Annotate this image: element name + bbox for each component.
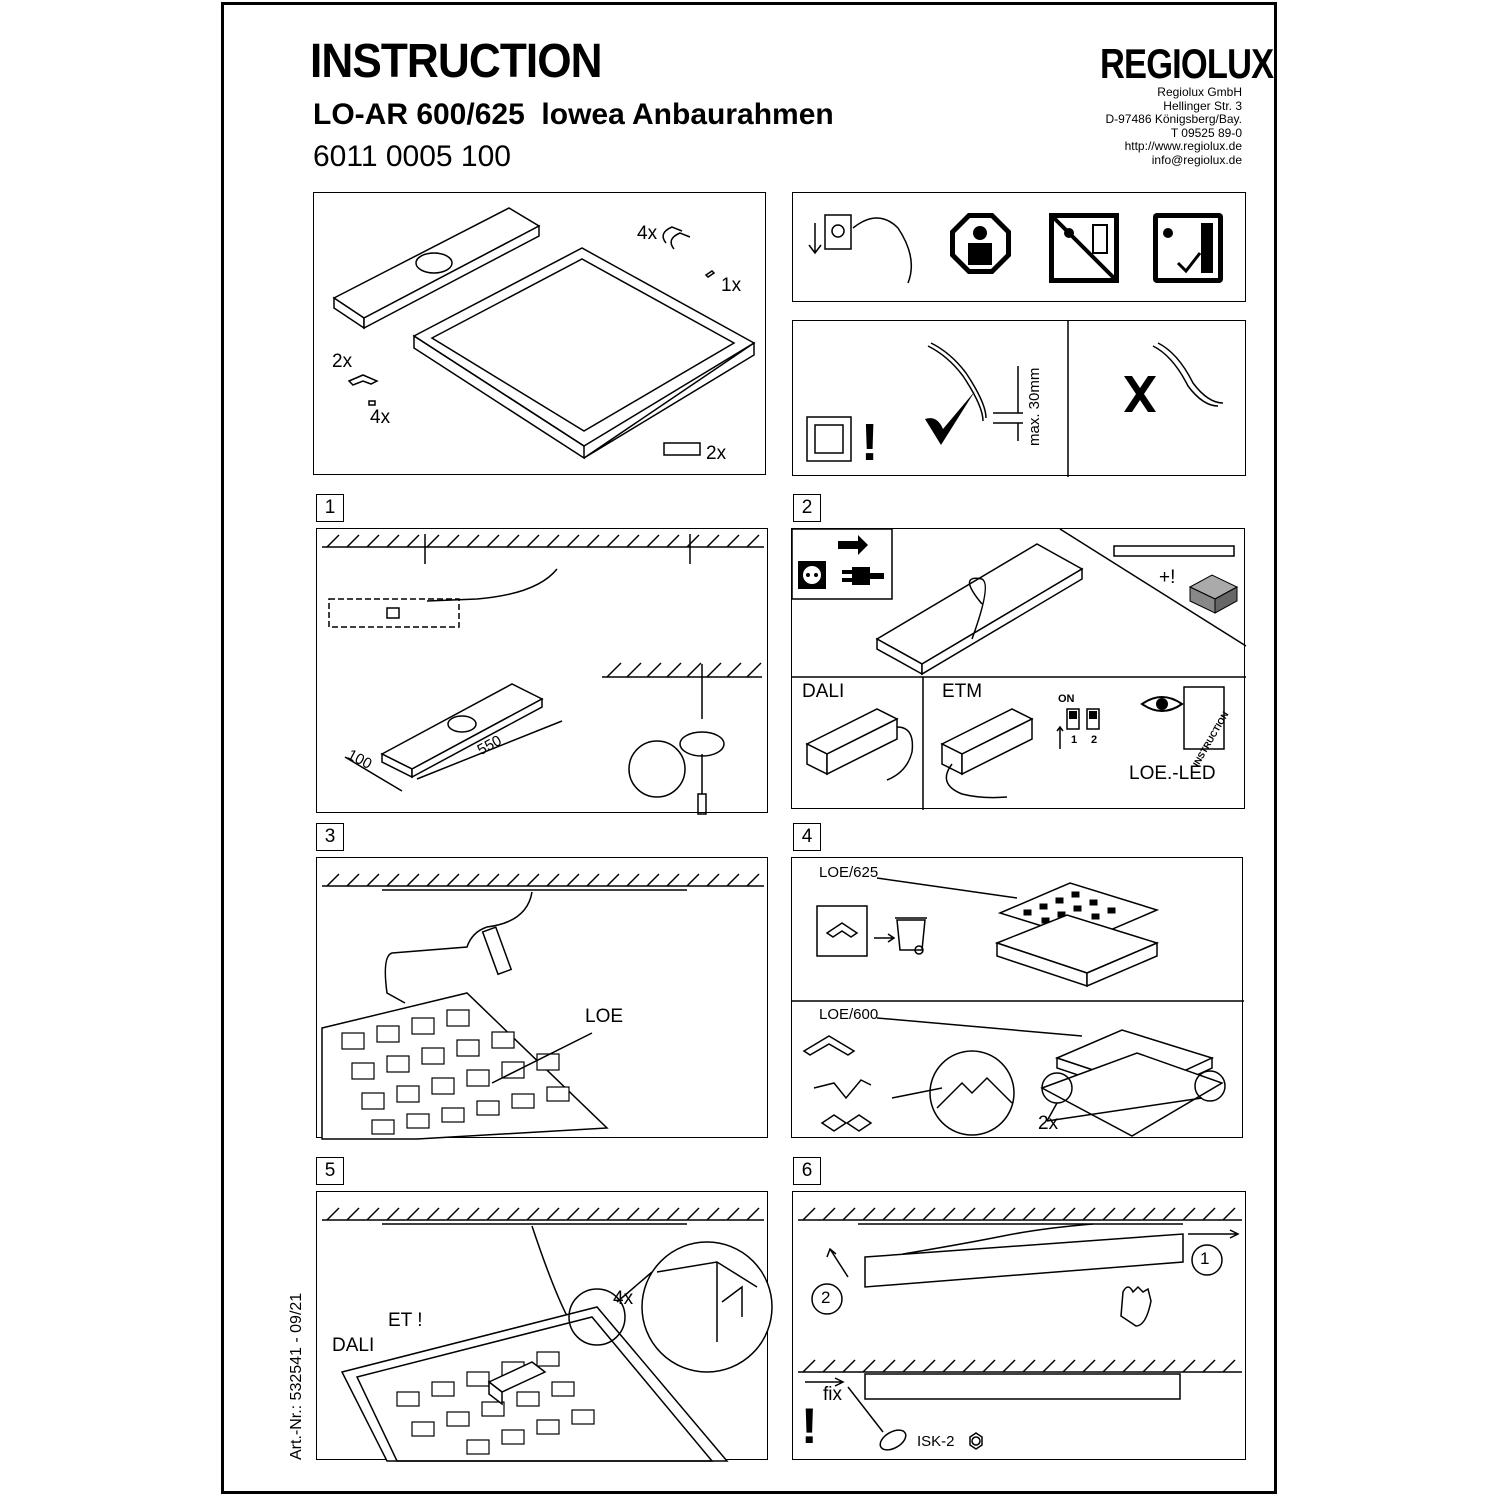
step-4-panel: LOE/625 LOE/600 2x: [791, 857, 1244, 1138]
step-3-number: 3: [316, 823, 344, 851]
step-1-number: 1: [316, 494, 344, 522]
brackets-qty: 2x: [332, 351, 353, 372]
wiring-illustration: [806, 321, 1224, 477]
company-street: Hellinger Str. 3: [1163, 98, 1242, 113]
wiring-panel: ! max. 30mm: [792, 320, 1246, 477]
max-strip-length: max. 30mm: [1026, 367, 1043, 446]
switch-1-label: 1: [1071, 734, 1078, 746]
safety-icons-panel: [792, 192, 1246, 302]
switch-on-label: ON: [1058, 693, 1075, 705]
no-tampering-icon: [1049, 213, 1119, 283]
circle-1-label: 1: [1200, 1249, 1210, 1268]
qty-label: 2x: [1038, 1113, 1059, 1134]
check-icon: [925, 391, 975, 445]
dali-label: DALI: [332, 1335, 375, 1356]
junction-box-icon: [1188, 574, 1239, 614]
attention-mark: !: [801, 1398, 818, 1454]
et-label: ET !: [388, 1310, 423, 1331]
parts-panel: 4x 1x 2x 4x 2x: [313, 192, 766, 475]
eye-icon: [1140, 696, 1184, 712]
arrow-right-icon: [838, 535, 868, 555]
art-nr-vertical: Art.-Nr.: 532541 - 09/21: [288, 1292, 305, 1460]
article-number: 6011 0005 100: [313, 140, 511, 173]
step-6-illustration: [798, 1207, 1242, 1451]
cross-icon: [1124, 376, 1156, 412]
loe-label: LOE: [585, 1006, 624, 1027]
clips-qty: 4x: [637, 223, 658, 244]
parts-illustration: [332, 207, 756, 460]
step-5-panel: 4x ET ! DALI: [316, 1191, 773, 1462]
double-insulation-icon: [806, 416, 852, 462]
step-3-panel: LOE: [316, 857, 768, 1140]
step-3-illustration: [321, 873, 764, 1140]
company-phone: T 09525 89-0: [1170, 125, 1242, 140]
attention-mark: !: [861, 414, 879, 472]
step-1-illustration: [322, 534, 764, 815]
screw-qty: 1x: [721, 275, 742, 296]
step-6-number: 6: [793, 1157, 821, 1185]
product-name: LO-AR 600/625 lowea Anbaurahmen: [313, 98, 834, 131]
page-title: INSTRUCTION: [310, 35, 603, 88]
step-4-number: 4: [793, 823, 821, 851]
step-6-panel: 1 2 fix ISK-2 !: [792, 1191, 1246, 1460]
qty-label: 4x: [613, 1288, 634, 1309]
socket-icon: [798, 561, 826, 589]
plus-note: +!: [1159, 567, 1176, 588]
step-2-panel: +! DALI ETM ON 1 2 INSTRUCTION LOE.-LED: [791, 528, 1247, 810]
company-name: Regiolux GmbH: [1157, 85, 1242, 99]
glove-icon: [1120, 1285, 1152, 1327]
loe600-label: LOE/600: [819, 1006, 879, 1023]
step-1-panel: 100 550: [316, 528, 768, 815]
loe-led-label: LOE.-LED: [1129, 763, 1216, 784]
switch-2-label: 2: [1091, 734, 1098, 746]
safety-icons: [808, 213, 1223, 284]
power-off-icon: [808, 214, 913, 284]
electrician-icon: [950, 213, 1011, 274]
plug-icon: [842, 567, 884, 585]
regiolux-logo: REGIOLUX: [1100, 40, 1274, 87]
step-2-illustration: [791, 528, 1247, 810]
fix-label: fix: [823, 1384, 842, 1405]
company-city: D-97486 Königsberg/Bay.: [1105, 112, 1242, 126]
circle-2-label: 2: [821, 1288, 831, 1307]
company-web: http://www.regiolux.de: [1124, 139, 1242, 153]
step-5-number: 5: [316, 1157, 344, 1185]
isk-label: ISK-2: [917, 1433, 955, 1450]
step-2-number: 2: [793, 494, 821, 522]
company-address: Regiolux GmbH Hellinger Str. 3 D-97486 K…: [1105, 85, 1242, 167]
labels-qty: 2x: [706, 443, 727, 464]
hex-nut-icon: [969, 1432, 983, 1450]
step-5-illustration: [322, 1207, 773, 1462]
step-4-illustration: [792, 877, 1244, 1137]
etm-label: ETM: [942, 681, 983, 702]
recycle-bin-icon: [895, 917, 927, 955]
small-parts-qty: 4x: [370, 407, 391, 428]
read-manual-icon: [1153, 213, 1223, 283]
loe625-label: LOE/625: [819, 864, 879, 881]
company-email: info@regiolux.de: [1151, 152, 1242, 167]
dali-label: DALI: [802, 681, 845, 702]
instruction-sheet: [221, 2, 1277, 1494]
